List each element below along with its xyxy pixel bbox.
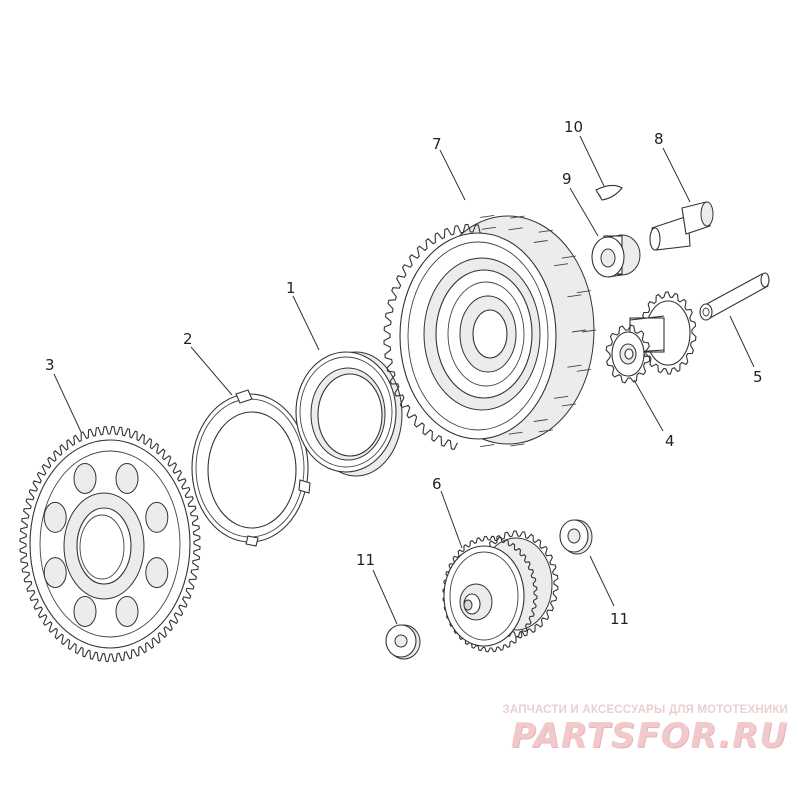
label-part-1: 1	[286, 279, 296, 297]
label-part-9: 9	[562, 170, 572, 188]
label-part-7: 7	[432, 135, 442, 153]
gear-lightening-hole	[73, 463, 97, 494]
label-part-4: 4	[665, 432, 675, 450]
watermark-caption: ЗАПЧАСТИ И АКСЕССУАРЫ ДЛЯ МОТОТЕХНИКИ	[502, 704, 788, 716]
label-part-8: 8	[654, 130, 664, 148]
label-part-5: 5	[753, 368, 763, 386]
part-6-starter-clutch-gear	[442, 530, 559, 653]
part-number-labels: 1 2 3 4 5 6 7 8 9 10 11 11	[45, 118, 763, 628]
part-11-washer-left	[385, 624, 421, 660]
watermark-logo: PARTSFOR.RU	[510, 716, 788, 756]
label-part-11-left: 11	[356, 551, 375, 569]
label-part-2: 2	[183, 330, 193, 348]
label-part-6: 6	[432, 475, 442, 493]
watermark: ЗАПЧАСТИ И АКСЕССУАРЫ ДЛЯ МОТОТЕХНИКИ PA…	[478, 704, 788, 756]
part-1-bearing	[295, 351, 403, 477]
part-3-starter-gear	[19, 425, 201, 663]
gear-lightening-hole	[115, 463, 139, 494]
gear-lightening-hole	[145, 501, 169, 533]
leader-lines	[53, 135, 755, 625]
gear-lightening-hole	[43, 557, 67, 589]
part-2-thrust-plate	[191, 389, 311, 547]
gear-lightening-hole	[115, 596, 139, 627]
label-part-10: 10	[564, 118, 583, 136]
gear-lightening-hole	[43, 501, 67, 533]
part-5-shaft	[699, 272, 770, 321]
gear-lightening-hole	[145, 557, 169, 589]
label-part-11-right: 11	[610, 610, 629, 628]
part-10-woodruff-key	[595, 184, 623, 201]
part-7-clutch-housing	[383, 214, 597, 451]
label-part-3: 3	[45, 356, 55, 374]
part-4-idler-gear	[605, 291, 697, 384]
gear-lightening-hole	[73, 596, 97, 627]
part-8-pin	[649, 201, 714, 251]
part-9-spacer	[591, 234, 641, 278]
part-11-washer-right	[559, 519, 593, 555]
